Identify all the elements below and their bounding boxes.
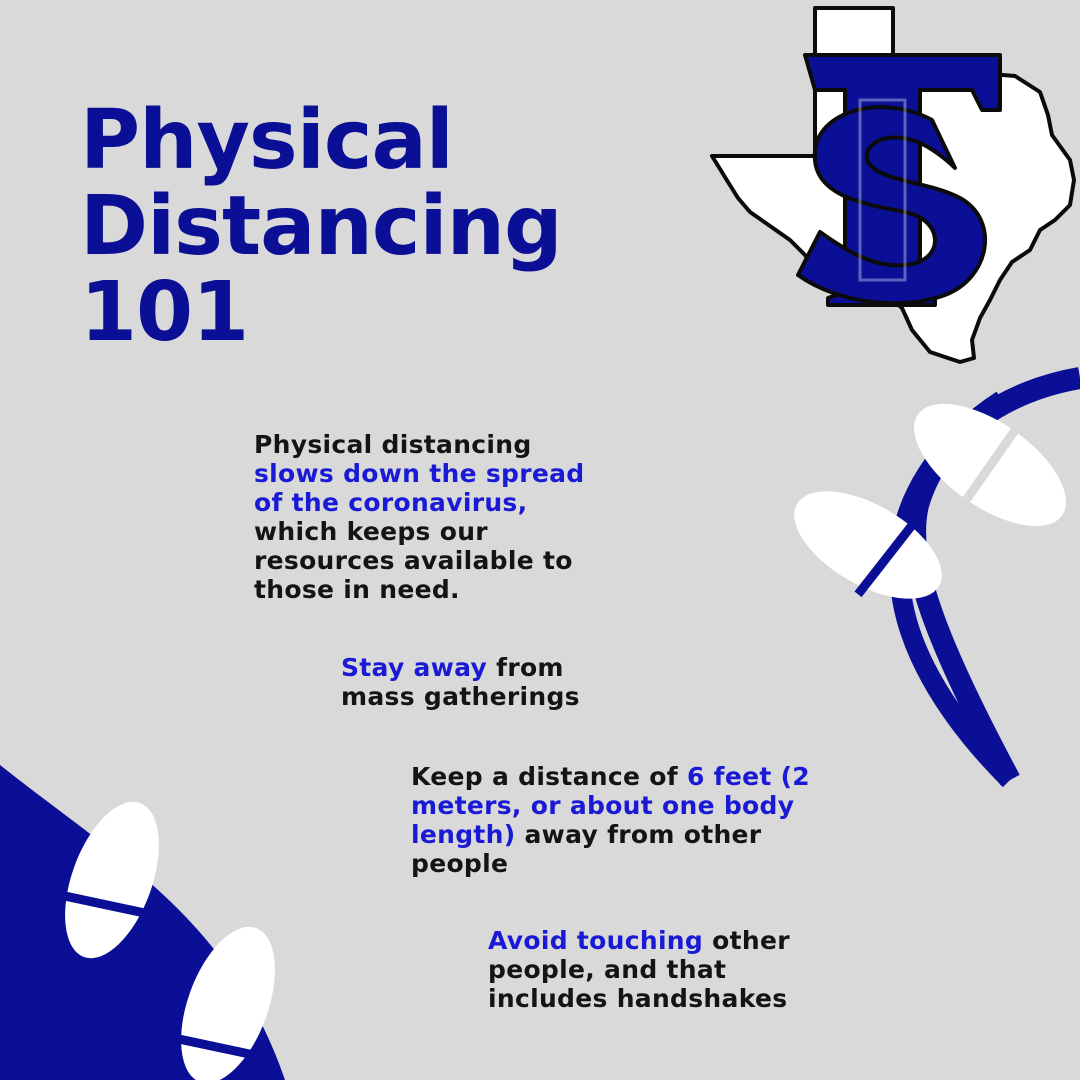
paragraph-avoid-touching: Avoid touching other people, and that in… (488, 926, 848, 1013)
s-letter (796, 105, 987, 306)
avoid-touching-highlight: Avoid touching (488, 926, 704, 955)
footprints-bottom-left (0, 765, 285, 1080)
title-line-2: Distancing (80, 179, 563, 274)
stay-away-highlight: Stay away (341, 653, 488, 682)
paragraph-stay-away: Stay away from mass gatherings (341, 653, 641, 711)
distance-text-2: away from other people (411, 820, 762, 878)
spread-text-1: Physical distancing (254, 430, 532, 459)
paragraph-distance: Keep a distance of 6 feet (2 meters, or … (411, 762, 811, 878)
footprint-bottom-shoe-2 (174, 926, 275, 1080)
avoid-touching-text: other people, and that includes handshak… (488, 926, 790, 1013)
footprint-bottom-shoe-1 (61, 801, 159, 959)
footprint-right-shoe (913, 403, 1067, 527)
title-line-3: 101 (80, 265, 249, 360)
distance-text-1: Keep a distance of (411, 762, 678, 791)
texas-ts-logo (710, 6, 1076, 364)
footprint-left-shoe (794, 491, 942, 599)
footprints-top-right (794, 367, 1080, 788)
title-line-1: Physical (80, 93, 454, 188)
page-title: Physical Distancing 101 (80, 93, 563, 360)
stay-away-text: from mass gatherings (341, 653, 580, 711)
distance-highlight: 6 feet (2 meters, or about one body leng… (411, 762, 810, 849)
spread-text-2: which keeps our resources available to t… (254, 517, 573, 604)
spread-highlight: slows down the spread of the coronavirus… (254, 459, 585, 517)
t-stem-inner (858, 98, 907, 282)
